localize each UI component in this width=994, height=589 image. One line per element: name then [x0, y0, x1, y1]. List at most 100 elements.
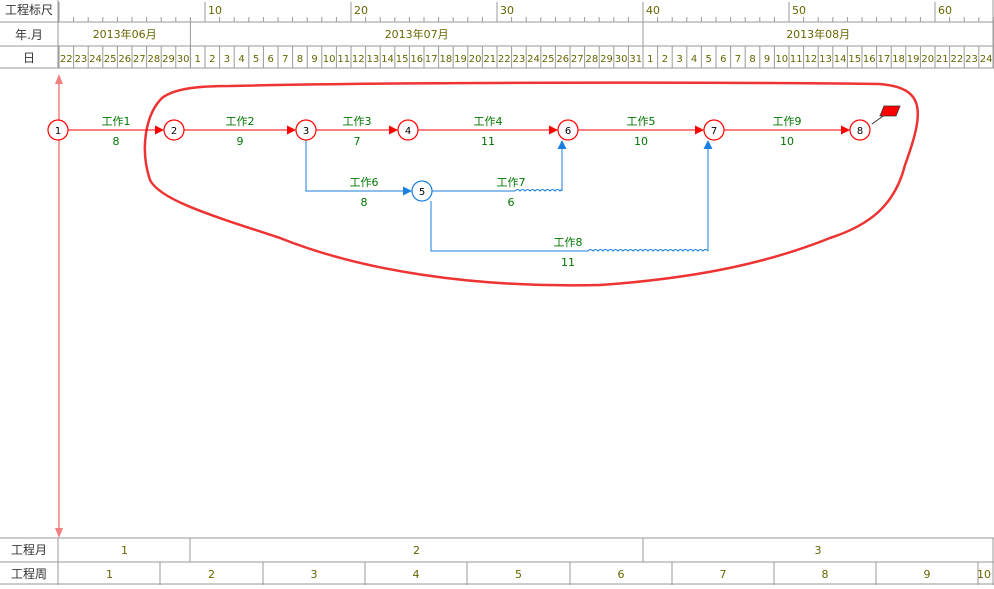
scale-tick-label: 30: [500, 4, 514, 17]
year-month-row-label: 年.月: [15, 28, 43, 42]
project-week-cell: 3: [311, 568, 318, 581]
day-cell: 27: [571, 54, 584, 65]
arrowhead-icon: [841, 125, 850, 135]
day-cell: 13: [367, 54, 380, 65]
day-cell: 3: [676, 54, 682, 65]
task-arrow-6[interactable]: [305, 140, 412, 196]
task-name-label: 工作3: [343, 115, 372, 128]
task-arrow-5[interactable]: [578, 125, 704, 135]
day-cell: 9: [311, 54, 317, 65]
highlight-annotation: [143, 81, 920, 287]
day-cell: 26: [118, 54, 131, 65]
task-name-label: 工作4: [474, 115, 503, 128]
project-week-cell: 7: [720, 568, 727, 581]
day-cell: 2: [662, 54, 668, 65]
task-duration-label: 11: [481, 135, 495, 148]
day-cell: 30: [177, 54, 190, 65]
node-number: 7: [711, 126, 717, 137]
task-arrow-9[interactable]: [724, 125, 850, 135]
scale-tick-label: 20: [354, 4, 368, 17]
event-node-5[interactable]: 5: [411, 180, 433, 202]
task-name-label: 工作2: [226, 115, 255, 128]
event-node-7[interactable]: 7: [703, 119, 725, 141]
day-cell: 17: [425, 54, 438, 65]
event-nodes: 1 2 3 4 5 6 7 8: [47, 119, 871, 202]
day-cell: 29: [162, 54, 175, 65]
task-name-label: 工作9: [773, 115, 802, 128]
task-name-label: 工作5: [627, 115, 656, 128]
node-number: 6: [565, 126, 571, 137]
day-cell: 16: [410, 54, 423, 65]
arrowhead-icon: [403, 186, 412, 196]
event-node-1[interactable]: 1: [47, 119, 69, 141]
arrowhead-icon: [557, 140, 567, 149]
day-cell: 14: [381, 54, 394, 65]
day-cell: 10: [775, 54, 788, 65]
project-week-cell: 4: [413, 568, 420, 581]
day-cell: 8: [297, 54, 303, 65]
project-month-cell: 3: [815, 544, 822, 557]
task-duration-label: 9: [237, 135, 244, 148]
day-cell: 23: [965, 54, 978, 65]
event-node-3[interactable]: 3: [295, 119, 317, 141]
day-cell: 3: [224, 54, 230, 65]
axis-arrow-up-icon: [55, 74, 63, 84]
day-cell: 12: [805, 54, 818, 65]
scale-tick-label: 40: [646, 4, 660, 17]
day-cell: 15: [848, 54, 861, 65]
time-axis: [55, 74, 63, 538]
day-cell: 18: [440, 54, 453, 65]
day-cell: 24: [89, 54, 102, 65]
task-arrow-4[interactable]: [418, 125, 558, 135]
free-float-wave: [587, 249, 709, 252]
month-cell: 2013年06月: [93, 27, 157, 41]
task-duration-label: 10: [634, 135, 648, 148]
day-row-label: 日: [23, 51, 35, 65]
event-node-4[interactable]: 4: [397, 119, 419, 141]
node-number: 4: [405, 126, 411, 137]
node-number: 1: [55, 126, 61, 137]
day-cell: 28: [148, 54, 161, 65]
task-arrow-2[interactable]: [184, 125, 296, 135]
event-node-8[interactable]: 8: [849, 119, 871, 141]
day-cell: 22: [60, 54, 73, 65]
task-duration-label: 11: [561, 256, 575, 269]
scale-tick-label: 10: [208, 4, 222, 17]
arrowhead-icon: [549, 125, 558, 135]
finish-flag-icon[interactable]: [871, 105, 901, 125]
task-arrow-8[interactable]: [430, 140, 713, 252]
task-arrow-1[interactable]: [68, 125, 164, 135]
task-name-label: 工作1: [102, 115, 131, 128]
free-float-wave: [514, 189, 563, 192]
project-week-cell: 1: [106, 568, 113, 581]
day-cell: 19: [907, 54, 920, 65]
event-node-6[interactable]: 6: [557, 119, 579, 141]
task-name-label: 工作6: [350, 176, 379, 189]
day-cell: 23: [75, 54, 88, 65]
task-duration-label: 8: [361, 196, 368, 209]
event-node-2[interactable]: 2: [163, 119, 185, 141]
task-arrow-3[interactable]: [316, 125, 398, 135]
node-number: 3: [303, 126, 309, 137]
arrowhead-icon: [703, 140, 713, 149]
node-circle: [557, 119, 579, 141]
node-circle: [397, 119, 419, 141]
day-cell: 13: [819, 54, 832, 65]
day-cell: 7: [735, 54, 741, 65]
project-week-cell: 6: [618, 568, 625, 581]
day-cell: 1: [195, 54, 201, 65]
node-number: 5: [419, 187, 425, 198]
scale-tick-label: 60: [938, 4, 952, 17]
day-cell: 22: [498, 54, 511, 65]
task-arrow-7[interactable]: [432, 140, 567, 192]
day-cell: 21: [936, 54, 949, 65]
task-duration-label: 6: [508, 196, 515, 209]
project-week-cell: 10: [977, 568, 991, 581]
node-circle: [849, 119, 871, 141]
day-cell: 18: [892, 54, 905, 65]
month-cell: 2013年07月: [385, 27, 449, 41]
